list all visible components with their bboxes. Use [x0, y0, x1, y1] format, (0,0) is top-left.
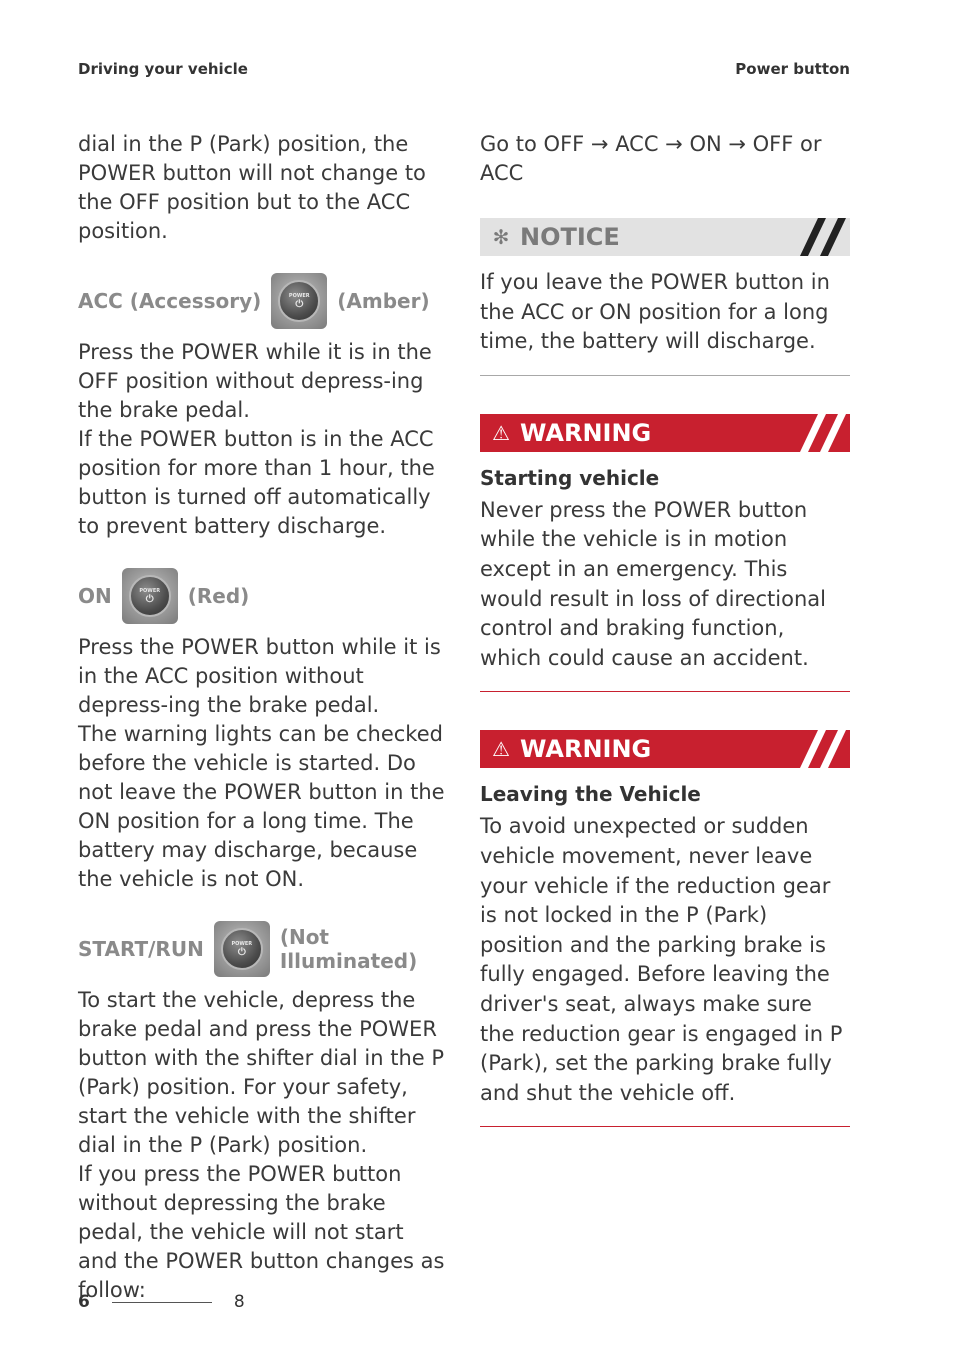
on-body-2: The warning lights can be checked before…: [78, 722, 445, 891]
start-heading: START/RUN POWER ⏻ (Not Illuminated): [78, 920, 448, 978]
warning-banner-starting: ⚠ WARNING: [480, 413, 850, 452]
intro-text: dial in the P (Park) position, the POWER…: [78, 132, 426, 243]
warning-banner-leaving: ⚠ WARNING: [480, 730, 850, 769]
notice-divider: [480, 374, 850, 376]
start-body-2: If you press the POWER button without de…: [78, 1162, 445, 1302]
notice-label: NOTICE: [520, 223, 620, 251]
power-symbol-icon: ⏻: [145, 593, 154, 605]
warning-label: WARNING: [520, 735, 652, 764]
asterisk-icon: ✻: [492, 225, 510, 249]
power-button-icon: POWER ⏻: [213, 921, 270, 977]
acc-color: (Amber): [337, 289, 430, 313]
acc-label: ACC (Accessory): [78, 289, 262, 313]
acc-heading: ACC (Accessory) POWER ⏻ (Amber): [78, 272, 448, 330]
start-body: To start the vehicle, depress the brake …: [78, 988, 445, 1157]
notice-banner: ✻ NOTICE: [480, 218, 850, 256]
start-color: (Not Illuminated): [279, 925, 418, 973]
footer-rule: [111, 1301, 212, 1303]
warning-divider: [480, 691, 850, 693]
warning-text-leaving: To avoid unexpected or sudden vehicle mo…: [480, 814, 843, 1105]
stripes-decoration: [800, 413, 846, 452]
running-header-topic: Power button: [735, 60, 850, 78]
power-button-icon-label: POWER: [139, 587, 161, 594]
warning-text-starting: Never press the POWER button while the v…: [480, 497, 826, 670]
start-label: START/RUN: [78, 937, 204, 961]
acc-body: Press the POWER while it is in the OFF p…: [78, 340, 432, 422]
power-button-icon-label: POWER: [231, 940, 253, 947]
power-symbol-icon: ⏻: [295, 298, 304, 310]
warning-title-starting: Starting vehicle: [480, 465, 660, 490]
power-button-icon: POWER ⏻: [271, 273, 328, 329]
warning-title-leaving: Leaving the Vehicle: [480, 782, 701, 807]
on-heading: ON POWER ⏻ (Red): [78, 567, 448, 625]
stripes-decoration: [800, 218, 846, 256]
warning-triangle-icon: ⚠: [492, 737, 510, 762]
left-column: dial in the P (Park) position, the POWER…: [78, 130, 448, 1305]
section-number: 6: [78, 1292, 90, 1312]
power-symbol-icon: ⏻: [237, 946, 246, 958]
on-body: Press the POWER button while it is in th…: [78, 635, 441, 717]
warning-label: WARNING: [520, 418, 652, 447]
notice-text: If you leave the POWER button in the ACC…: [480, 270, 830, 354]
stripes-decoration: [800, 730, 846, 769]
power-button-icon-label: POWER: [288, 292, 310, 299]
page-number: 8: [233, 1292, 245, 1312]
running-header-chapter: Driving your vehicle: [78, 60, 248, 78]
page-footer: 6 8: [78, 1292, 245, 1312]
on-color: (Red): [187, 584, 250, 608]
sequence-text: Go to OFF → ACC → ON → OFF or ACC: [480, 132, 822, 185]
warning-divider: [480, 1126, 850, 1128]
right-column: Go to OFF → ACC → ON → OFF or ACC ✻ NOTI…: [480, 130, 850, 1128]
warning-triangle-icon: ⚠: [492, 420, 510, 445]
on-label: ON: [78, 584, 112, 608]
power-button-icon: POWER ⏻: [121, 568, 178, 624]
acc-body-2: If the POWER button is in the ACC positi…: [78, 427, 435, 538]
